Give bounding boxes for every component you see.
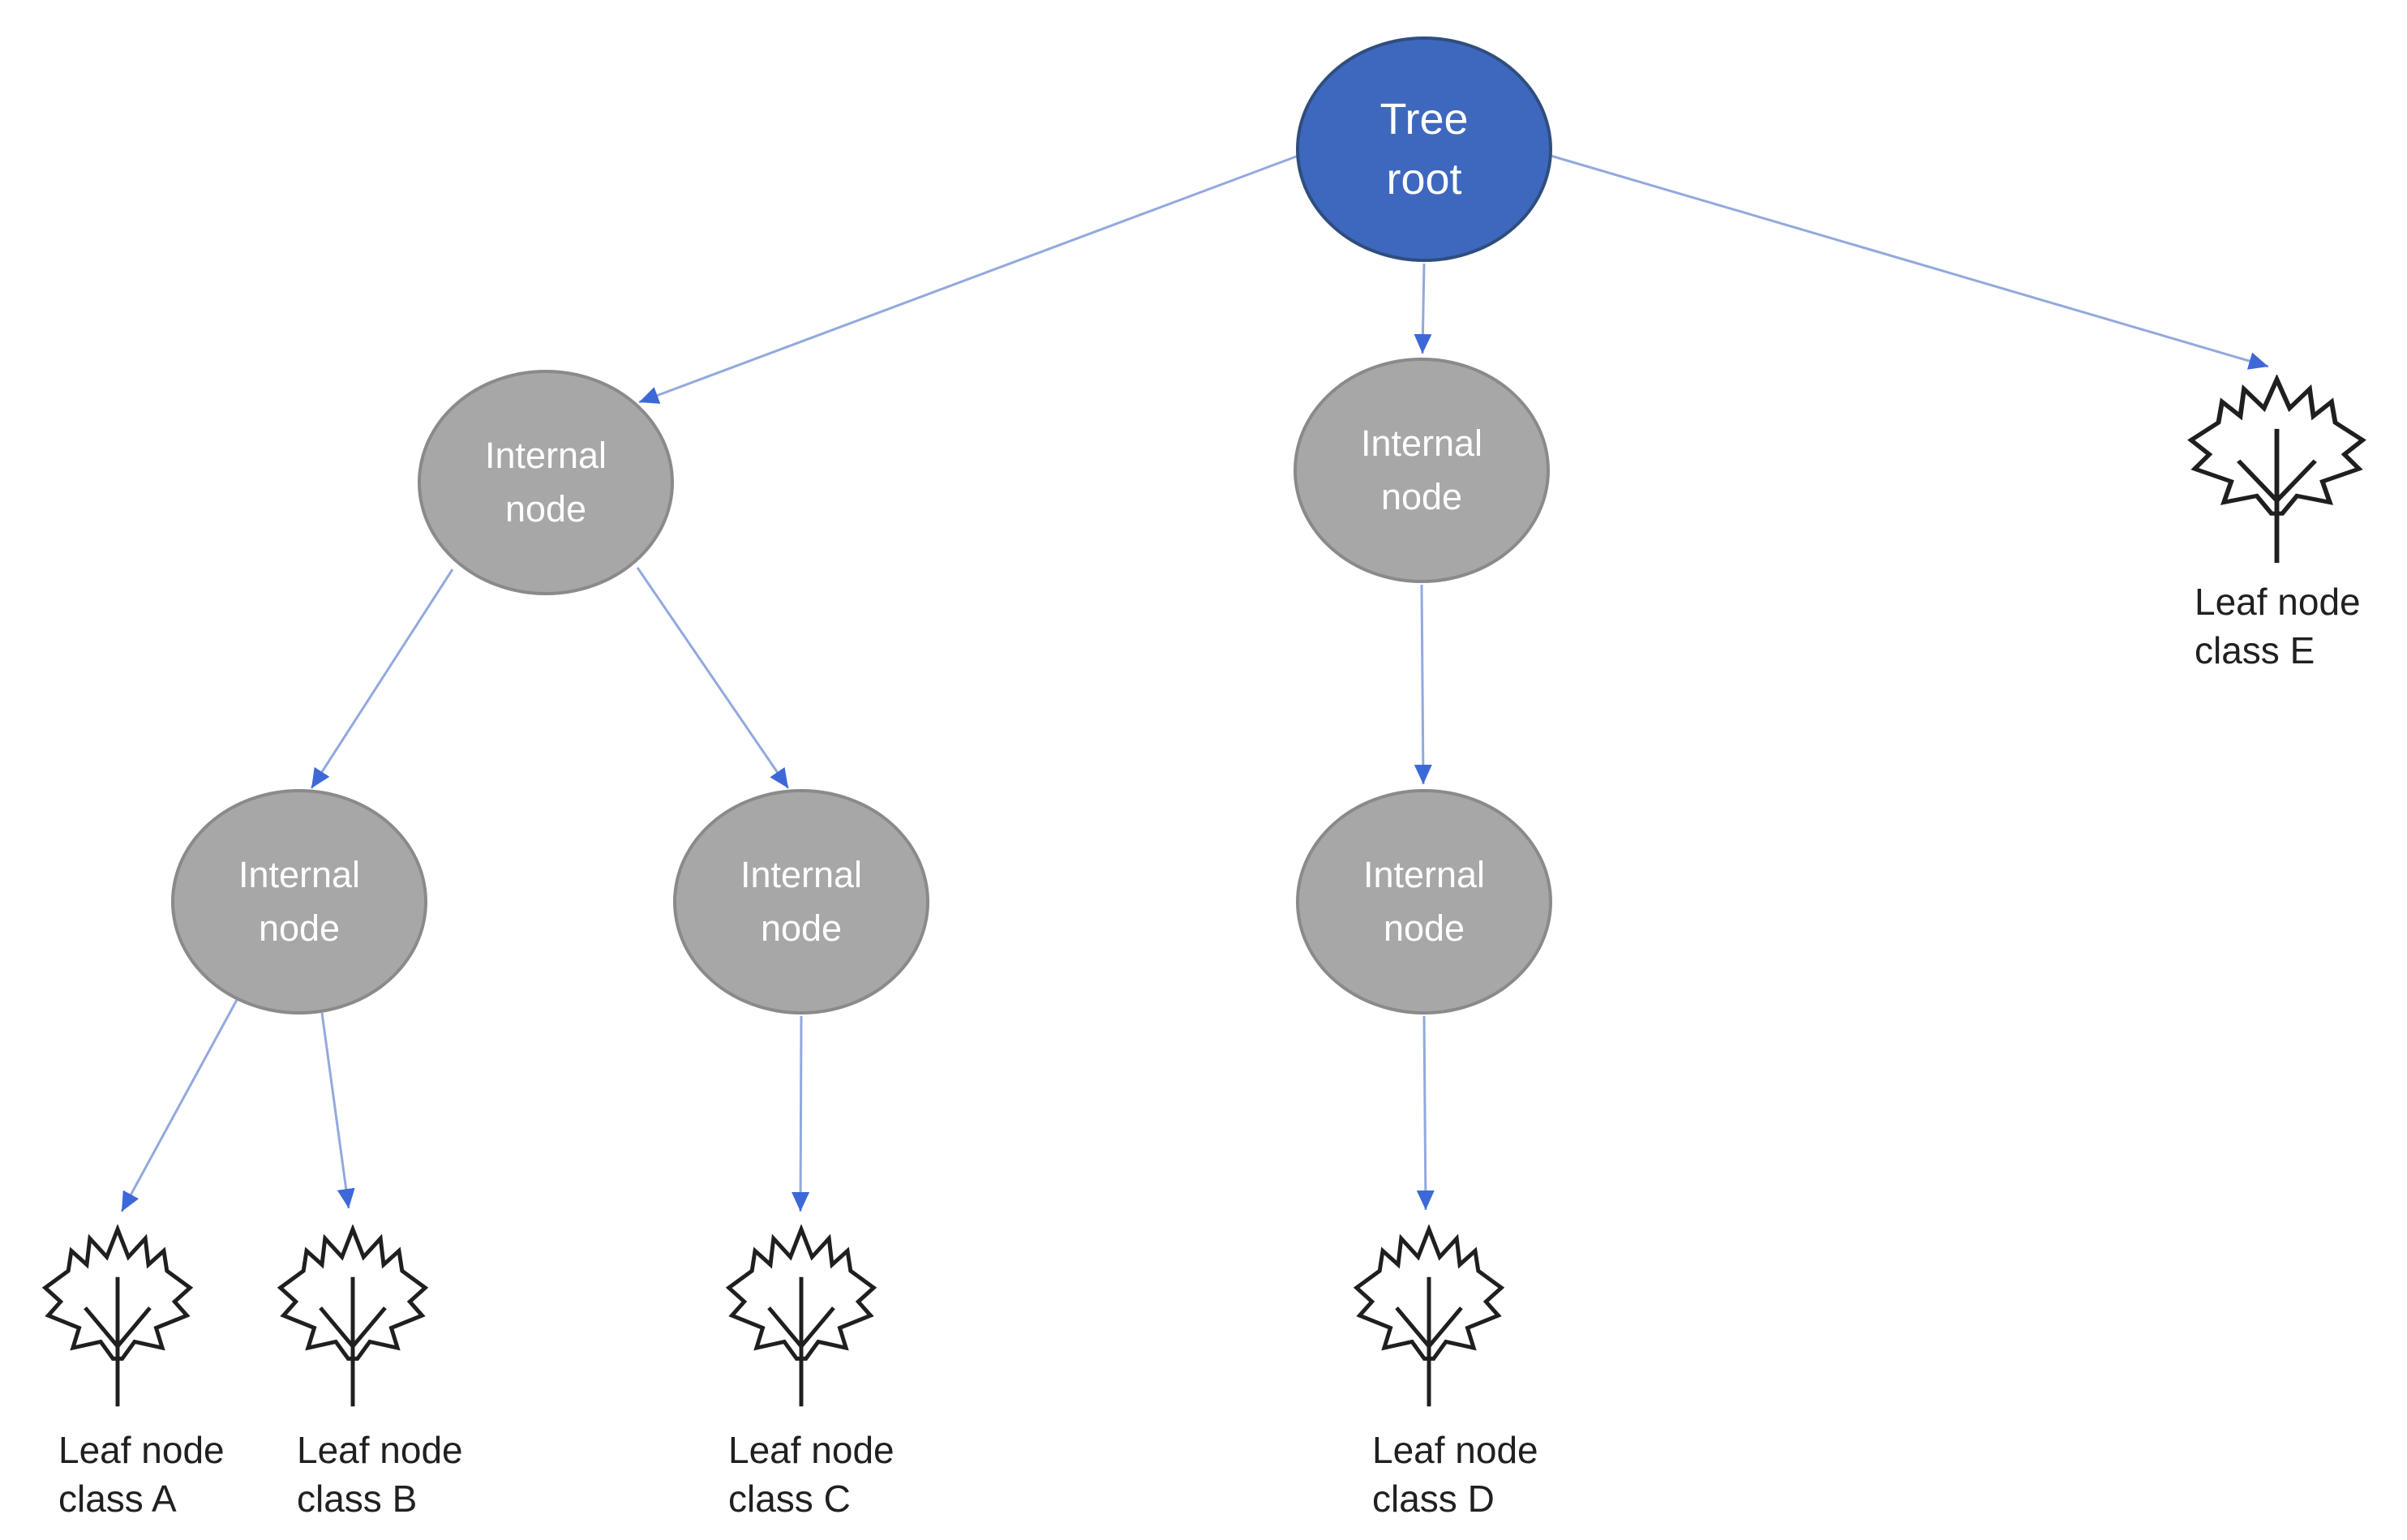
edge-internal-3-to-leaf-b (320, 1012, 355, 1209)
maple-leaf-icon (724, 1225, 878, 1413)
leaf-label-line2: class D (1372, 1478, 1495, 1520)
edge-internal-1-to-internal-4 (636, 567, 790, 789)
internal-node-label-line1: Internal (740, 854, 863, 895)
edge-internal-4-to-leaf-c (792, 1015, 810, 1212)
internal-node-4: Internal node (673, 789, 929, 1015)
edge-root-to-internal-1 (638, 154, 1299, 404)
internal-node-5: Internal node (1296, 789, 1552, 1015)
internal-node-label-line1: Internal (1360, 423, 1483, 464)
internal-node-label-line1: Internal (238, 854, 361, 895)
leaf-label-line2: class E (2195, 629, 2315, 671)
leaf-label-line1: Leaf node (728, 1429, 895, 1471)
internal-node-label-line2: node (760, 907, 843, 949)
internal-node-label-line2: node (504, 488, 587, 530)
edge-root-to-internal-2 (1414, 263, 1432, 354)
edge-internal-2-to-internal-5 (1414, 584, 1432, 785)
edge-internal-1-to-internal-3 (310, 568, 454, 789)
leaf-node-e-label: Leaf node class E (2195, 577, 2407, 675)
edge-internal-3-to-leaf-a (120, 999, 238, 1212)
leaf-label-line2: class B (297, 1478, 418, 1520)
internal-node-2: Internal node (1294, 358, 1550, 583)
edge-internal-5-to-leaf-d (1416, 1015, 1435, 1211)
tree-root-node: Tree root (1296, 36, 1552, 262)
tree-root-label-line2: root (1386, 155, 1462, 204)
internal-node-1: Internal node (418, 370, 674, 595)
tree-root-label-line1: Tree (1379, 95, 1469, 144)
maple-leaf-icon (2186, 375, 2368, 569)
leaf-node-c-label: Leaf node class C (728, 1426, 996, 1523)
leaf-label-line1: Leaf node (58, 1429, 225, 1471)
edge-root-to-leaf-e (1550, 154, 2269, 370)
leaf-label-line1: Leaf node (2195, 581, 2361, 623)
maple-leaf-icon (276, 1225, 430, 1413)
maple-leaf-icon (41, 1225, 195, 1413)
internal-node-label-line2: node (258, 907, 341, 949)
internal-node-3: Internal node (171, 789, 427, 1015)
internal-node-label-line1: Internal (484, 435, 607, 476)
internal-node-label-line2: node (1380, 476, 1463, 517)
leaf-node-b-label: Leaf node class B (297, 1426, 564, 1523)
leaf-label-line1: Leaf node (1372, 1429, 1538, 1471)
leaf-node-a-label: Leaf node class A (58, 1426, 326, 1523)
leaf-node-d-label: Leaf node class D (1372, 1426, 1640, 1523)
leaf-label-line1: Leaf node (297, 1429, 463, 1471)
internal-node-label-line1: Internal (1362, 854, 1486, 895)
internal-node-label-line2: node (1383, 907, 1465, 949)
maple-leaf-icon (1352, 1225, 1506, 1413)
leaf-label-line2: class C (728, 1478, 851, 1520)
leaf-label-line2: class A (58, 1478, 177, 1520)
